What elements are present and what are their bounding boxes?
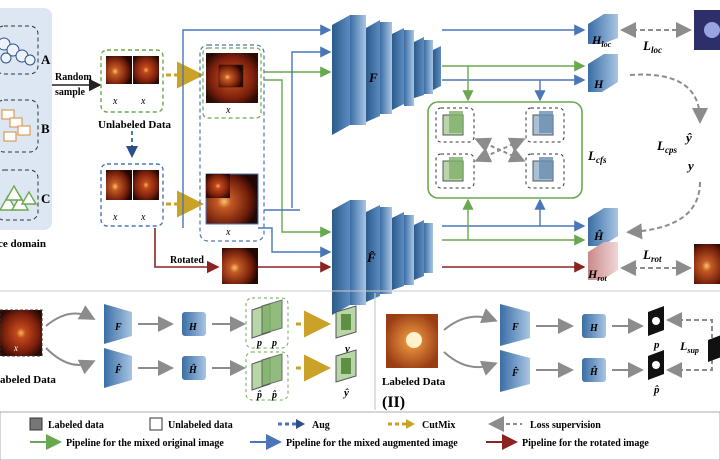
y-hat-label: ŷ <box>684 130 692 145</box>
svg-text:Ĥ: Ĥ <box>593 229 604 243</box>
legend-aug: Aug <box>312 420 330 431</box>
svg-text:H: H <box>589 323 599 334</box>
unlabeled-pair-bottom: x x <box>100 163 164 227</box>
random-label: Random <box>55 72 92 83</box>
source-domain-panel: A B C ce domain <box>0 8 52 250</box>
pair-bottom-x1: x <box>112 212 118 223</box>
panel-i-input-label: x <box>13 343 18 353</box>
svg-text:p̂: p̂ <box>271 390 277 401</box>
rotated-label: Rotated <box>170 255 204 266</box>
panel-i: x abeled Data F F̂ H Ĥ p p p̂ p̂ y ŷ <box>0 297 357 401</box>
svg-text:p: p <box>271 338 277 349</box>
mixed-bottom-label: x <box>225 227 231 238</box>
loss-cfs: Lcfs <box>587 148 607 165</box>
svg-text:ŷ: ŷ <box>342 387 349 399</box>
head-rot: Hrot <box>587 242 618 283</box>
mixed-top-label: x <box>225 105 231 116</box>
svg-text:H: H <box>593 77 604 91</box>
pair-top-x1: x <box>112 96 118 107</box>
encoder-f-bottom-label: F̂ <box>366 250 376 265</box>
panel-i-caption: abeled Data <box>0 374 56 386</box>
source-domain-caption: ce domain <box>0 238 46 250</box>
source-label-b: B <box>41 121 50 136</box>
unlabeled-data-title: Unlabeled Data <box>98 119 172 131</box>
head-main: H <box>588 54 618 92</box>
svg-text:F̂: F̂ <box>114 363 122 376</box>
aug-arrow-down <box>126 131 138 158</box>
rotated-image <box>222 248 258 284</box>
svg-text:p̂: p̂ <box>653 384 660 396</box>
loss-sup: Lsup <box>679 339 699 355</box>
svg-text:Ĥ: Ĥ <box>188 364 198 376</box>
legend-pipe-red: Pipeline for the rotated image <box>522 438 649 449</box>
svg-text:F: F <box>511 322 519 333</box>
circles-icon <box>0 37 36 66</box>
head-loc: Hloc <box>588 14 618 49</box>
rectangles-icon <box>1 109 31 142</box>
encoder-f-top-label: F <box>368 70 378 85</box>
loss-loc: Lloc <box>642 38 662 55</box>
loss-rot: Lrot <box>642 247 662 264</box>
feature-consistency-box <box>427 101 583 199</box>
svg-text:Ĥ: Ĥ <box>589 366 599 378</box>
svg-text:Hrot: Hrot <box>587 267 607 283</box>
svg-text:H: H <box>188 322 198 333</box>
svg-text:Hloc: Hloc <box>591 33 612 49</box>
y-label: y <box>686 158 694 173</box>
legend-unlabeled: Unlabeled data <box>168 420 233 431</box>
legend-pipe-green: Pipeline for the mixed original image <box>66 438 224 449</box>
triangles-icon <box>0 184 38 211</box>
panel-ii-numeral: (II) <box>382 394 405 411</box>
pair-top-x2: x <box>140 96 146 107</box>
legend-loss-supervision: Loss supervision <box>530 420 601 431</box>
svg-text:F̂: F̂ <box>511 366 519 379</box>
pair-bottom-x2: x <box>140 212 146 223</box>
svg-text:p: p <box>256 338 262 349</box>
head-bottom: Ĥ <box>588 208 618 246</box>
svg-text:y: y <box>343 343 350 355</box>
legend-pipe-blue: Pipeline for the mixed augmented image <box>286 438 458 449</box>
source-label-a: A <box>41 52 51 67</box>
sample-label: sample <box>55 87 86 98</box>
svg-text:p̂: p̂ <box>256 390 262 401</box>
mixed-images-column: x x <box>199 44 265 242</box>
unlabeled-pair-top: x x <box>100 49 164 113</box>
loss-cps: Lcps <box>656 138 677 155</box>
rotation-target-image <box>694 244 720 284</box>
panel-ii: Labeled Data (II) F F̂ H Ĥ p p̂ Lsup <box>382 304 720 411</box>
legend-labeled: Labeled data <box>48 420 104 431</box>
encoder-f-bottom: F̂ <box>332 200 433 315</box>
legend: Labeled data Unlabeled data Aug CutMix L… <box>0 411 720 460</box>
source-label-c: C <box>41 191 50 206</box>
legend-cutmix: CutMix <box>422 420 455 431</box>
svg-text:p: p <box>653 339 660 351</box>
panel-ii-caption: Labeled Data <box>382 376 446 388</box>
svg-text:F: F <box>114 322 122 333</box>
encoder-f-top: F <box>332 15 441 135</box>
